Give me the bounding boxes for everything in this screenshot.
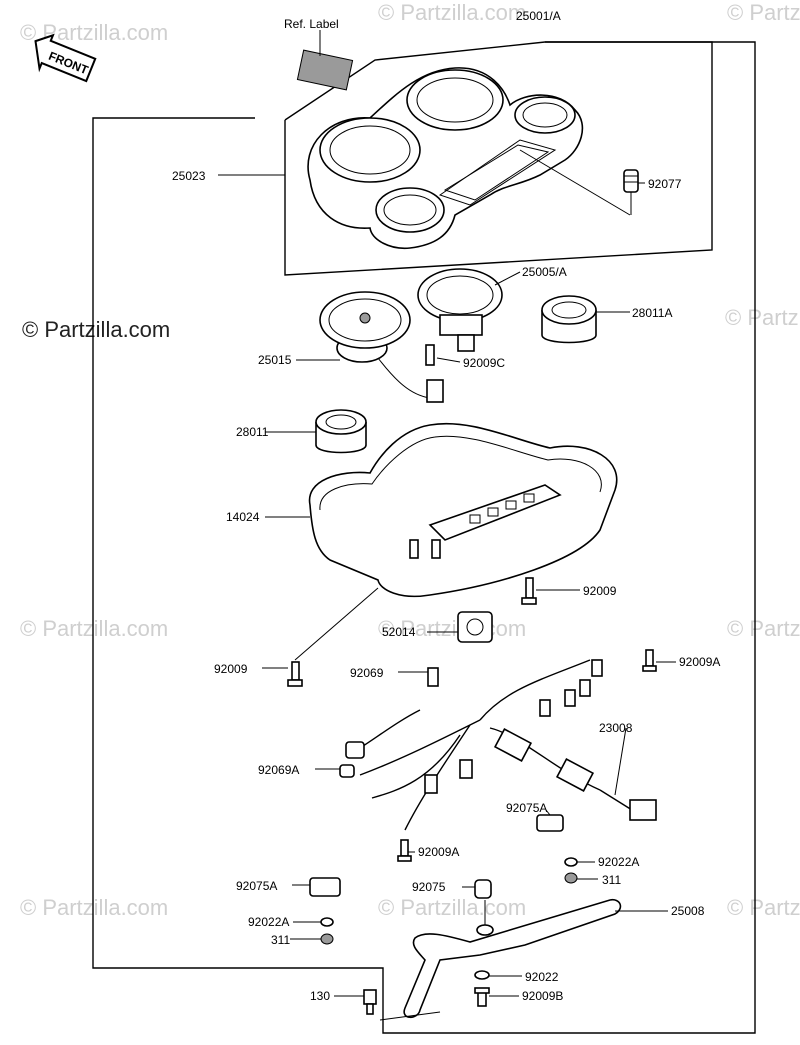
callout-23008: 23008 (599, 721, 633, 735)
screw-92009 (521, 577, 537, 605)
callout-14024: 14024 (226, 510, 260, 524)
leader-lines (218, 174, 676, 997)
watermark: © Partzilla.com (727, 616, 800, 641)
callout-92075a-right: 92075A (506, 801, 547, 815)
watermarks: © Partzilla.com © Partzilla.com © Partzi… (20, 0, 800, 920)
washer-92022a-left (320, 917, 334, 927)
tachometer-25005a (417, 268, 503, 352)
nut-311-left (320, 933, 334, 945)
callout-92022: 92022 (525, 970, 559, 984)
watermark: © Partzilla.com (725, 305, 800, 330)
wiring-harness-23008 (339, 659, 657, 831)
grommet-92075 (474, 879, 492, 899)
callout-92009b: 92009B (522, 989, 563, 1003)
watermark: © Partzilla.com (20, 616, 168, 641)
watermark: © Partzilla.com (727, 895, 800, 920)
watermark: © Partzilla.com (727, 0, 800, 25)
sensor-52014 (457, 611, 493, 643)
meter-cover (307, 67, 584, 250)
gauge-28011a (541, 295, 597, 344)
meter-bracket-25008 (403, 898, 622, 1019)
callout-92069a: 92069A (258, 763, 299, 777)
callout-92009-left: 92009 (214, 662, 248, 676)
bracket-92075a-right (536, 814, 564, 832)
callout-25005a: 25005/A (522, 265, 567, 279)
ref-label-sticker (296, 49, 354, 91)
callout-25001a: 25001/A (516, 9, 561, 23)
watermark: © Partzilla.com (378, 616, 526, 641)
callout-92022a-right: 92022A (598, 855, 639, 869)
callout-92075a-left: 92075A (236, 879, 277, 893)
callout-92009c: 92009C (463, 356, 505, 370)
callout-311-left: 311 (271, 933, 290, 947)
bracket-92075a-left (309, 877, 341, 897)
watermark: © Partzilla.com (20, 895, 168, 920)
callout-25023: 25023 (172, 169, 206, 183)
washer-92022a-right (564, 857, 578, 867)
screw-92009a-lower (397, 839, 412, 862)
callout-92009-right: 92009 (583, 584, 617, 598)
callout-130: 130 (310, 989, 330, 1003)
callout-92009a-bottom: 92009A (418, 845, 459, 859)
callout-92069: 92069 (350, 666, 384, 680)
watermark: © Partzilla.com (378, 895, 526, 920)
callout-28011: 28011 (236, 425, 269, 439)
callout-28011a: 28011A (632, 306, 672, 320)
grommet-92077 (623, 169, 639, 215)
washer-92022 (474, 970, 490, 980)
callout-92077: 92077 (648, 177, 682, 191)
connector-92009c (425, 344, 444, 403)
upper-subassembly-box (284, 41, 713, 276)
watermark: © Partzilla.com (378, 0, 526, 25)
callout-ref-label: Ref. Label (284, 17, 339, 31)
front-arrow-badge: FRONT (34, 33, 97, 83)
watermark-main: © Partzilla.com (22, 317, 170, 342)
bolt-130 (363, 989, 377, 1015)
screw-92009a (642, 649, 657, 672)
gauge-28011 (315, 409, 367, 454)
assembly-boundary (92, 41, 756, 1034)
screw-92009b (474, 987, 490, 1007)
callout-311-right: 311 (602, 873, 621, 887)
speedometer-25015 (319, 291, 431, 399)
meter-case-14024 (308, 422, 618, 598)
callout-92022a-left: 92022A (248, 915, 289, 929)
callout-25015: 25015 (258, 353, 292, 367)
screw-92009-left (287, 661, 303, 687)
callout-92075: 92075 (412, 880, 446, 894)
callout-25008: 25008 (671, 904, 705, 918)
callout-labels: Ref. Label 25001/A 25023 92077 25005/A 2… (172, 9, 720, 1003)
indicator-lamps (469, 493, 535, 524)
callout-92009a-top: 92009A (679, 655, 720, 669)
callout-52014: 52014 (382, 625, 416, 639)
nut-311-right (564, 872, 578, 884)
